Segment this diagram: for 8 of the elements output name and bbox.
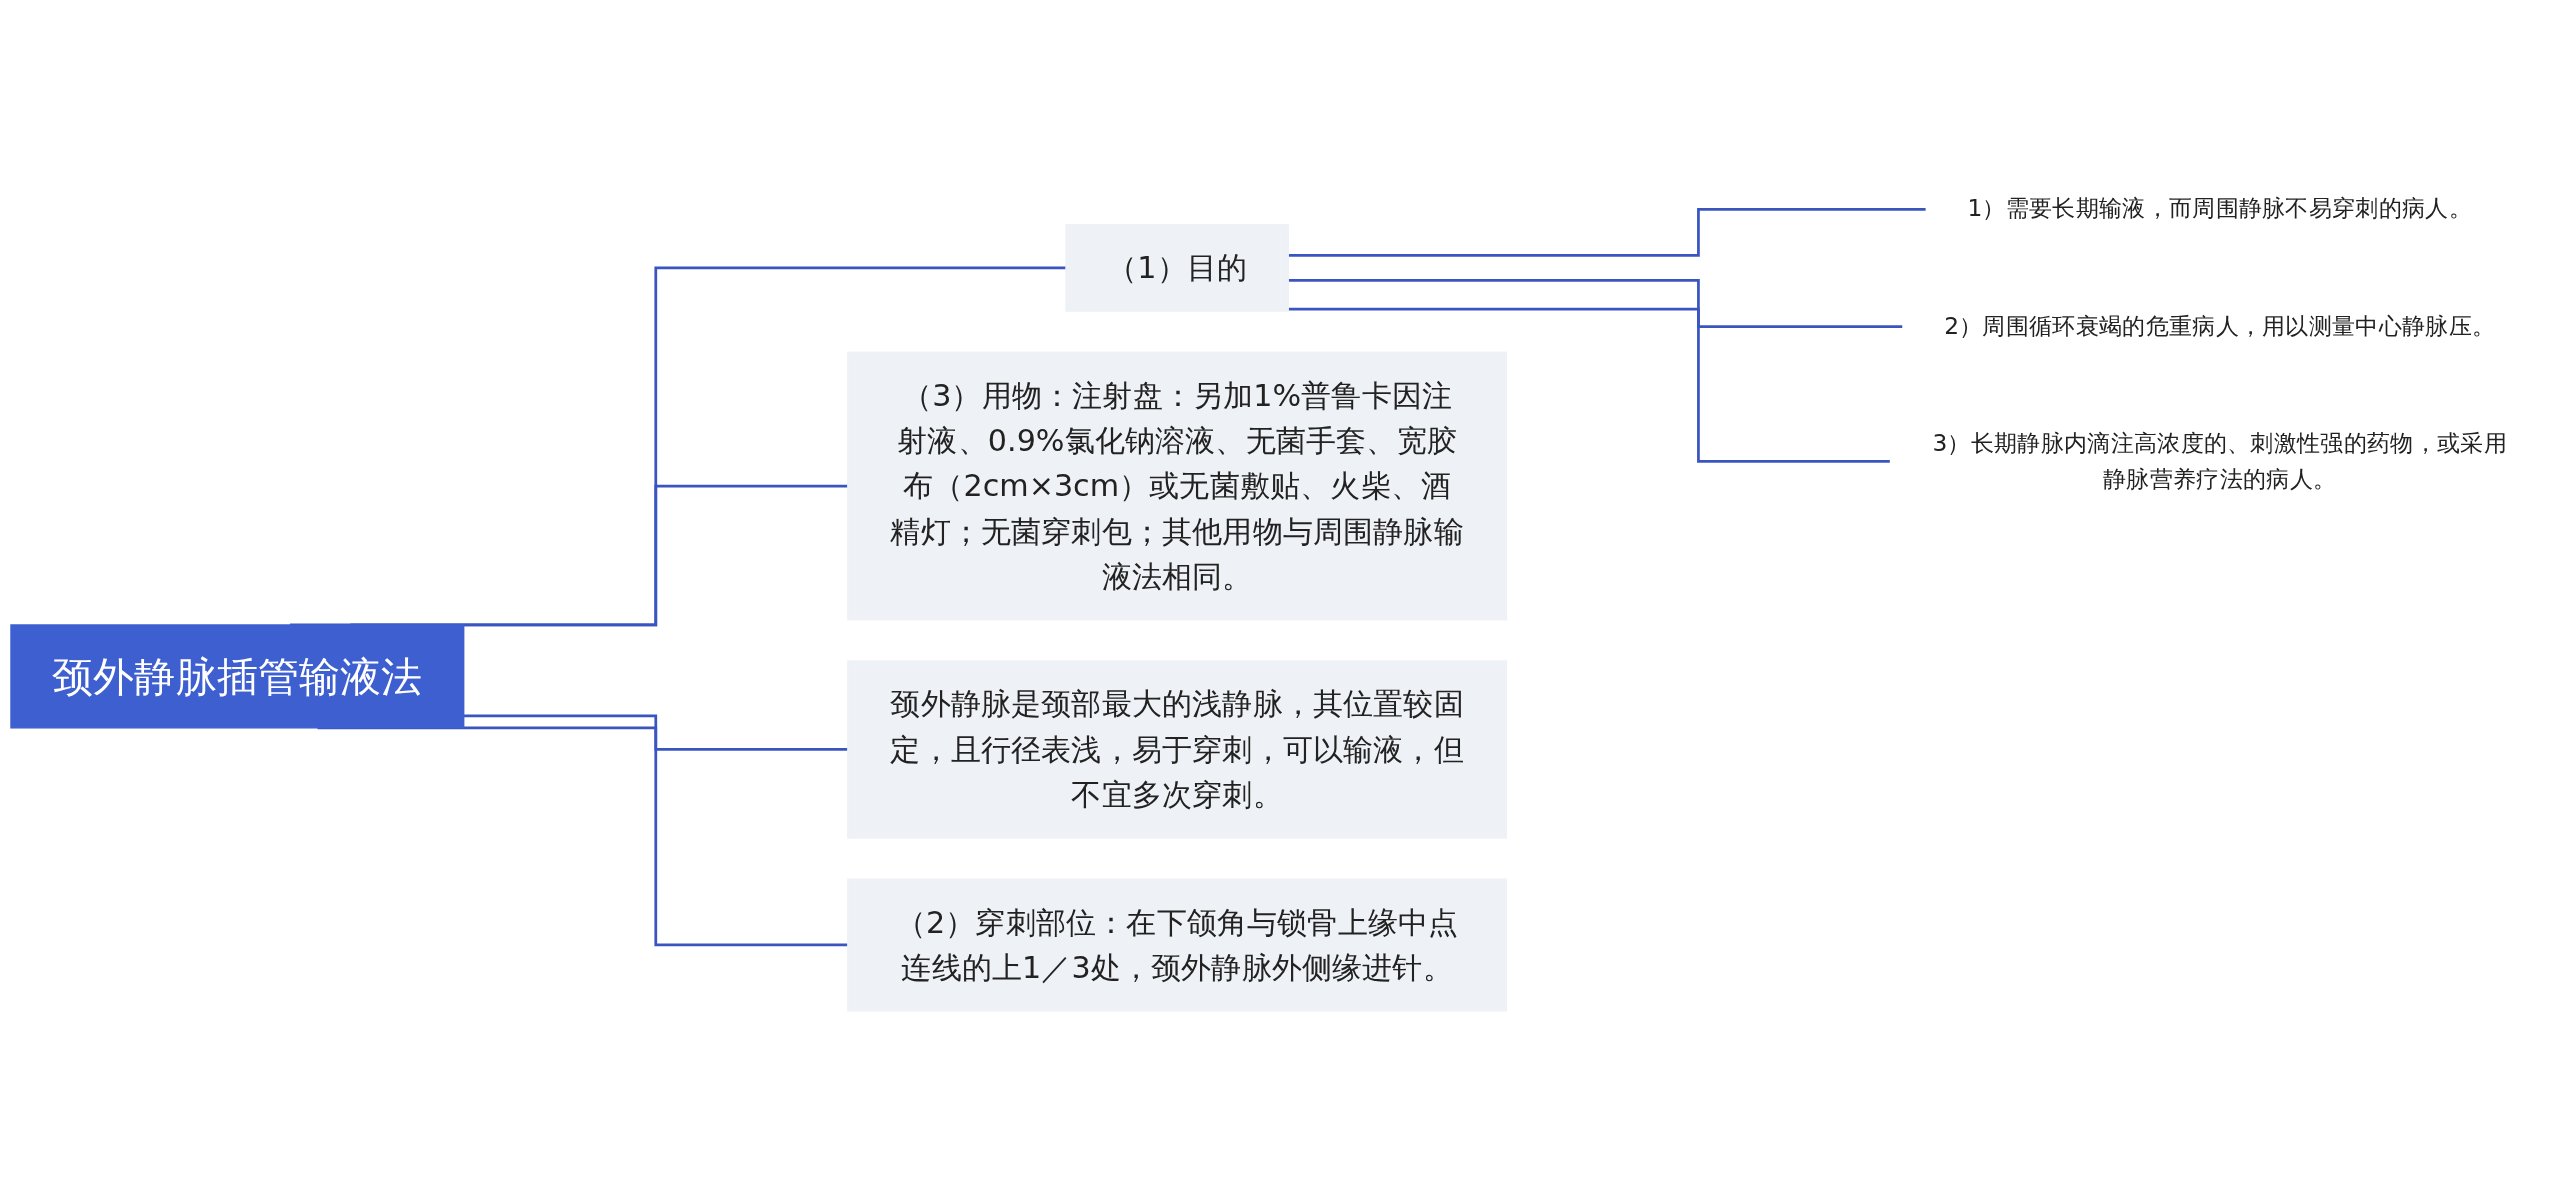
- node-text: 3）长期静脉内滴注高浓度的、刺激性强的药物，或采用静脉营养疗法的病人。: [1932, 429, 2508, 492]
- node-box: 颈外静脉插管输液法: [10, 624, 465, 729]
- node-box: 颈外静脉是颈部最大的浅静脉，其位置较固定，且行径表浅，易于穿刺，可以输液，但不宜多次穿刺。: [847, 660, 1508, 839]
- node-text: 1）需要长期输液，而周围静脉不易穿刺的病人。: [1967, 194, 2473, 222]
- node-text: 2）周围循环衰竭的危重病人，用以测量中心静脉压。: [1944, 311, 2496, 340]
- node-box: （1）目的: [1065, 224, 1289, 312]
- node-box: （3）用物：注射盘：另加1%普鲁卡因注射液、0.9%氯化钠溶液、无菌手套、宽胶布（2cm×3cm）或无菌敷贴、火柴、酒精灯；无菌穿刺包；其他用物与周围静脉输液法相同。: [847, 351, 1508, 621]
- node-box: （2）穿刺部位：在下颌角与锁骨上缘中点连线的上1／3处，颈外静脉外侧缘进针。: [847, 878, 1508, 1012]
